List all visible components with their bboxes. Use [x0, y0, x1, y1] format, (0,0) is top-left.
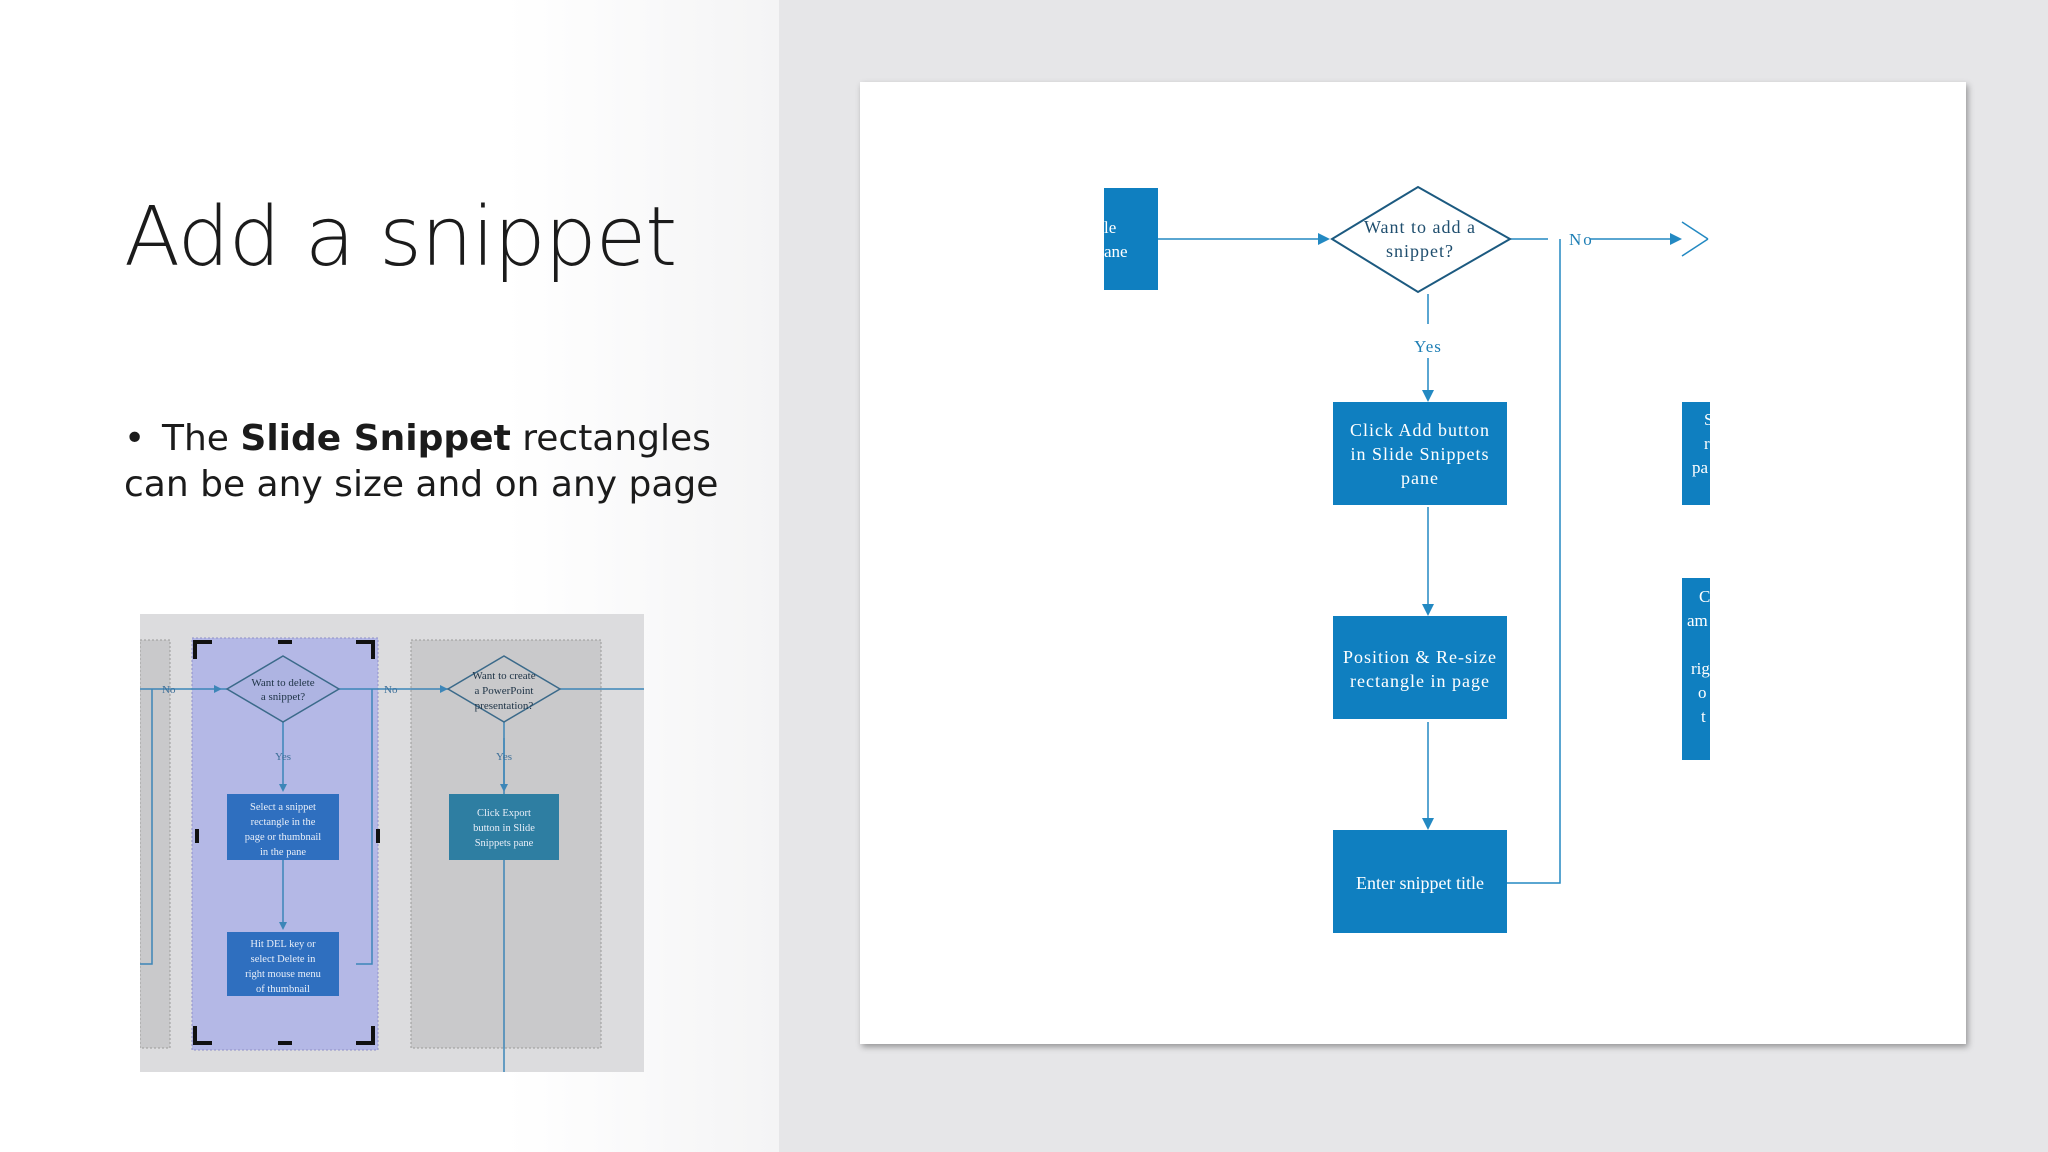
thumb-box-export-line1: Click Export [477, 808, 531, 819]
thumb-decision-create-line3: presentation? [475, 700, 534, 712]
partial-box-left [1104, 188, 1158, 290]
thumb-decision-create-line2: a PowerPoint [475, 685, 534, 697]
step-click-add-line1: Click Add button [1350, 420, 1490, 440]
thumb-box-export-line3: Snippets pane [475, 838, 534, 849]
bullet-prefix: The [162, 418, 241, 459]
thumb-box-select-line3: page or thumbnail [245, 832, 321, 843]
decision-add-snippet [1330, 185, 1513, 294]
partial-box-right-2-line5: o [1698, 683, 1707, 702]
selection-handles[interactable] [193, 640, 380, 1045]
thumb-box-select-line2: rectangle in the [251, 817, 316, 828]
partial-box-right-2-line1: C [1699, 587, 1710, 606]
thumb-box-delete-line1: Hit DEL key or [250, 939, 316, 950]
yes-label: Yes [1414, 337, 1442, 356]
flow-connectors [1158, 221, 1709, 884]
thumb-box-export [449, 794, 559, 860]
thumb-box-delete [227, 932, 339, 996]
partial-box-right-1-line2: r [1704, 434, 1710, 453]
partial-box-right-2-line2: am [1687, 611, 1708, 630]
step-position-resize-line2: rectangle in page [1350, 671, 1490, 691]
thumb-box-delete-line4: of thumbnail [256, 984, 310, 995]
snippet-thumbnail: Want to delete a snippet? Want to create… [140, 614, 644, 1072]
thumb-decision-create-line1: Want to create [472, 670, 535, 682]
thumb-box-delete-line3: right mouse menu [245, 969, 322, 980]
bullet-dot: • [124, 418, 146, 459]
thumb-decision-delete-line2: a snippet? [261, 691, 305, 703]
step-click-add [1333, 402, 1507, 505]
thumb-decision-create [446, 655, 562, 723]
thumb-box-select [227, 794, 339, 860]
flow-arrowheads [1318, 233, 1682, 830]
snippet-panel-left [140, 639, 171, 1049]
bullet-suffix: rectangles can be any size and on any pa… [124, 418, 719, 505]
thumb-no-left: No [162, 684, 176, 696]
thumb-decision-delete [225, 655, 341, 723]
partial-box-right-1 [1682, 402, 1710, 505]
step-click-add-line2: in Slide Snippets [1350, 444, 1489, 464]
thumb-box-export-line2: button in Slide [473, 823, 535, 834]
bullet-bold: Slide Snippet [240, 418, 511, 459]
partial-box-right-1-line1: S [1704, 410, 1713, 429]
step-enter-title [1333, 830, 1507, 933]
thumb-box-select-line4: in the pane [260, 847, 306, 858]
step-enter-title-line1: Enter snippet title [1356, 873, 1484, 893]
flowchart-page: le ane Want to add a snippet? No Yes Cli… [860, 82, 1966, 1044]
partial-box-right-2-line6: t [1701, 707, 1706, 726]
thumb-decision-delete-line1: Want to delete [251, 677, 314, 689]
decision-line2: snippet? [1386, 241, 1454, 261]
partial-box-left-line1: le [1104, 218, 1116, 237]
partial-box-left-line2: ane [1104, 242, 1128, 261]
slide-title: Add a snippet [124, 190, 677, 285]
thumb-yes-2: Yes [496, 751, 512, 763]
decision-line1: Want to add a [1364, 217, 1476, 237]
step-click-add-line3: pane [1401, 468, 1439, 488]
no-label: No [1569, 230, 1594, 249]
thumb-box-select-line1: Select a snippet [250, 802, 316, 813]
partial-box-right-2 [1682, 578, 1710, 760]
thumb-box-delete-line2: select Delete in [251, 954, 316, 965]
partial-box-right-2-line4: rig [1691, 659, 1710, 678]
page-right-blank [1711, 82, 1966, 1044]
thumb-no-mid: No [384, 684, 398, 696]
step-position-resize-line1: Position & Re-size [1343, 647, 1497, 667]
thumb-yes-1: Yes [275, 751, 291, 763]
partial-box-right-1-line3: pa [1692, 458, 1709, 477]
bullet-point: • The Slide Snippet rectangles can be any… [124, 416, 764, 508]
step-position-resize [1333, 616, 1507, 719]
